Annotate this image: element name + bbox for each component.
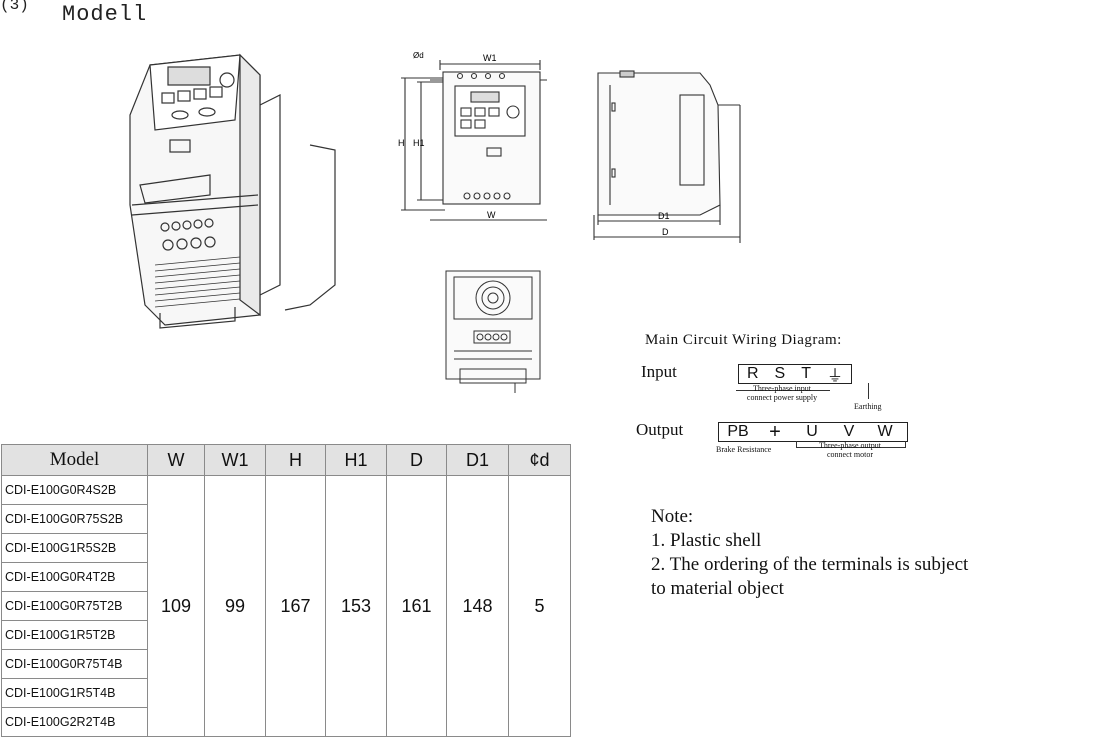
front-view-drawing: Ød W1 H H1 W [398, 51, 547, 221]
input-label: Input [641, 362, 677, 381]
model-cell: CDI-E100G0R75T4B [1, 649, 148, 679]
terminal-w: W [877, 423, 893, 440]
table-row: CDI-E100G0R4S2B 109 99 167 153 161 148 5 [1, 475, 571, 737]
section-index-mark: (3) [0, 0, 29, 14]
terminal-u: U [806, 423, 818, 440]
value-d: 161 [386, 475, 447, 737]
table-header-row: Model W W1 H H1 D D1 ¢d [1, 444, 571, 476]
table-row: CDI-E100G1R5S2B [1, 533, 571, 563]
dim-d1: D1 [658, 211, 670, 221]
table-row: CDI-E100G0R75T2B [1, 591, 571, 621]
value-d-hole: 5 [508, 475, 571, 737]
model-cell: CDI-E100G0R4T2B [1, 562, 148, 592]
table-row: CDI-E100G1R5T2B [1, 620, 571, 650]
input-bracket [736, 390, 830, 391]
value-h1: 153 [325, 475, 387, 737]
table-row: CDI-E100G2R2T4B [1, 707, 571, 737]
model-cell: CDI-E100G1R5T2B [1, 620, 148, 650]
input-note-2: connect power supply [746, 393, 818, 402]
terminal-r: R [746, 365, 759, 382]
brake-resistance-label: Brake Resistance [716, 445, 772, 454]
bottom-view-drawing [445, 270, 541, 393]
model-cell: CDI-E100G2R2T4B [1, 707, 148, 737]
page-title: Modell [62, 2, 148, 27]
earthing-label: Earthing [854, 402, 882, 411]
terminal-plus: + [769, 420, 781, 443]
note-line-1: 1. Plastic shell [651, 530, 762, 551]
col-header-d-hole: ¢d [508, 444, 571, 476]
terminal-s: S [774, 365, 786, 382]
model-cell: CDI-E100G0R75S2B [1, 504, 148, 534]
terminal-pb: PB [727, 423, 749, 440]
value-w: 109 [147, 475, 205, 737]
col-header-h1: H1 [325, 444, 387, 476]
note-title: Note: [651, 506, 694, 527]
input-note-1: Three-phase input [753, 384, 811, 393]
earth-lead [868, 383, 869, 399]
notes-block: Note: 1. Plastic shell 2. The ordering o… [651, 505, 968, 601]
output-terminal-block: PB + U V W [718, 420, 908, 443]
wiring-diagram: Main Circuit Wiring Diagram: Input R S T… [626, 330, 1086, 470]
dimension-table: Model W W1 H H1 D D1 ¢d CDI-E100G0R4S2B … [1, 444, 571, 737]
dim-w1: W1 [483, 53, 497, 63]
output-note-1: Three-phase output [819, 441, 881, 450]
side-view-drawing: D1 D [593, 70, 741, 243]
output-label: Output [636, 420, 684, 439]
col-header-w: W [147, 444, 205, 476]
output-bracket [796, 441, 906, 448]
model-cell: CDI-E100G1R5T4B [1, 678, 148, 708]
dim-w: W [487, 210, 496, 220]
note-line-3: to material object [651, 578, 784, 599]
model-cell: CDI-E100G0R75T2B [1, 591, 148, 621]
isometric-view-drawing [129, 53, 336, 329]
terminal-t: T [801, 365, 811, 382]
dim-h1: H1 [413, 138, 425, 148]
table-row: CDI-E100G0R75S2B [1, 504, 571, 534]
output-note-2: connect motor [827, 450, 873, 459]
col-header-d1: D1 [446, 444, 509, 476]
table-row: CDI-E100G1R5T4B [1, 678, 571, 708]
dim-d: D [662, 227, 669, 237]
col-header-w1: W1 [204, 444, 266, 476]
value-h: 167 [265, 475, 326, 737]
col-header-d: D [386, 444, 447, 476]
terminal-v: V [843, 423, 855, 440]
dim-d-hole: Ød [413, 51, 424, 60]
dim-h: H [398, 138, 405, 148]
earthing-icon: ⏚ [826, 366, 843, 385]
table-row: CDI-E100G0R75T4B [1, 649, 571, 679]
col-header-h: H [265, 444, 326, 476]
model-cell: CDI-E100G0R4S2B [1, 475, 148, 505]
note-line-2: 2. The ordering of the terminals is subj… [651, 554, 969, 575]
value-d1: 148 [446, 475, 509, 737]
input-terminal-block: R S T ⏚ [738, 364, 852, 385]
wiring-title: Main Circuit Wiring Diagram: [645, 332, 842, 348]
col-header-model: Model [1, 444, 148, 476]
model-cell: CDI-E100G1R5S2B [1, 533, 148, 563]
value-w1: 99 [204, 475, 266, 737]
